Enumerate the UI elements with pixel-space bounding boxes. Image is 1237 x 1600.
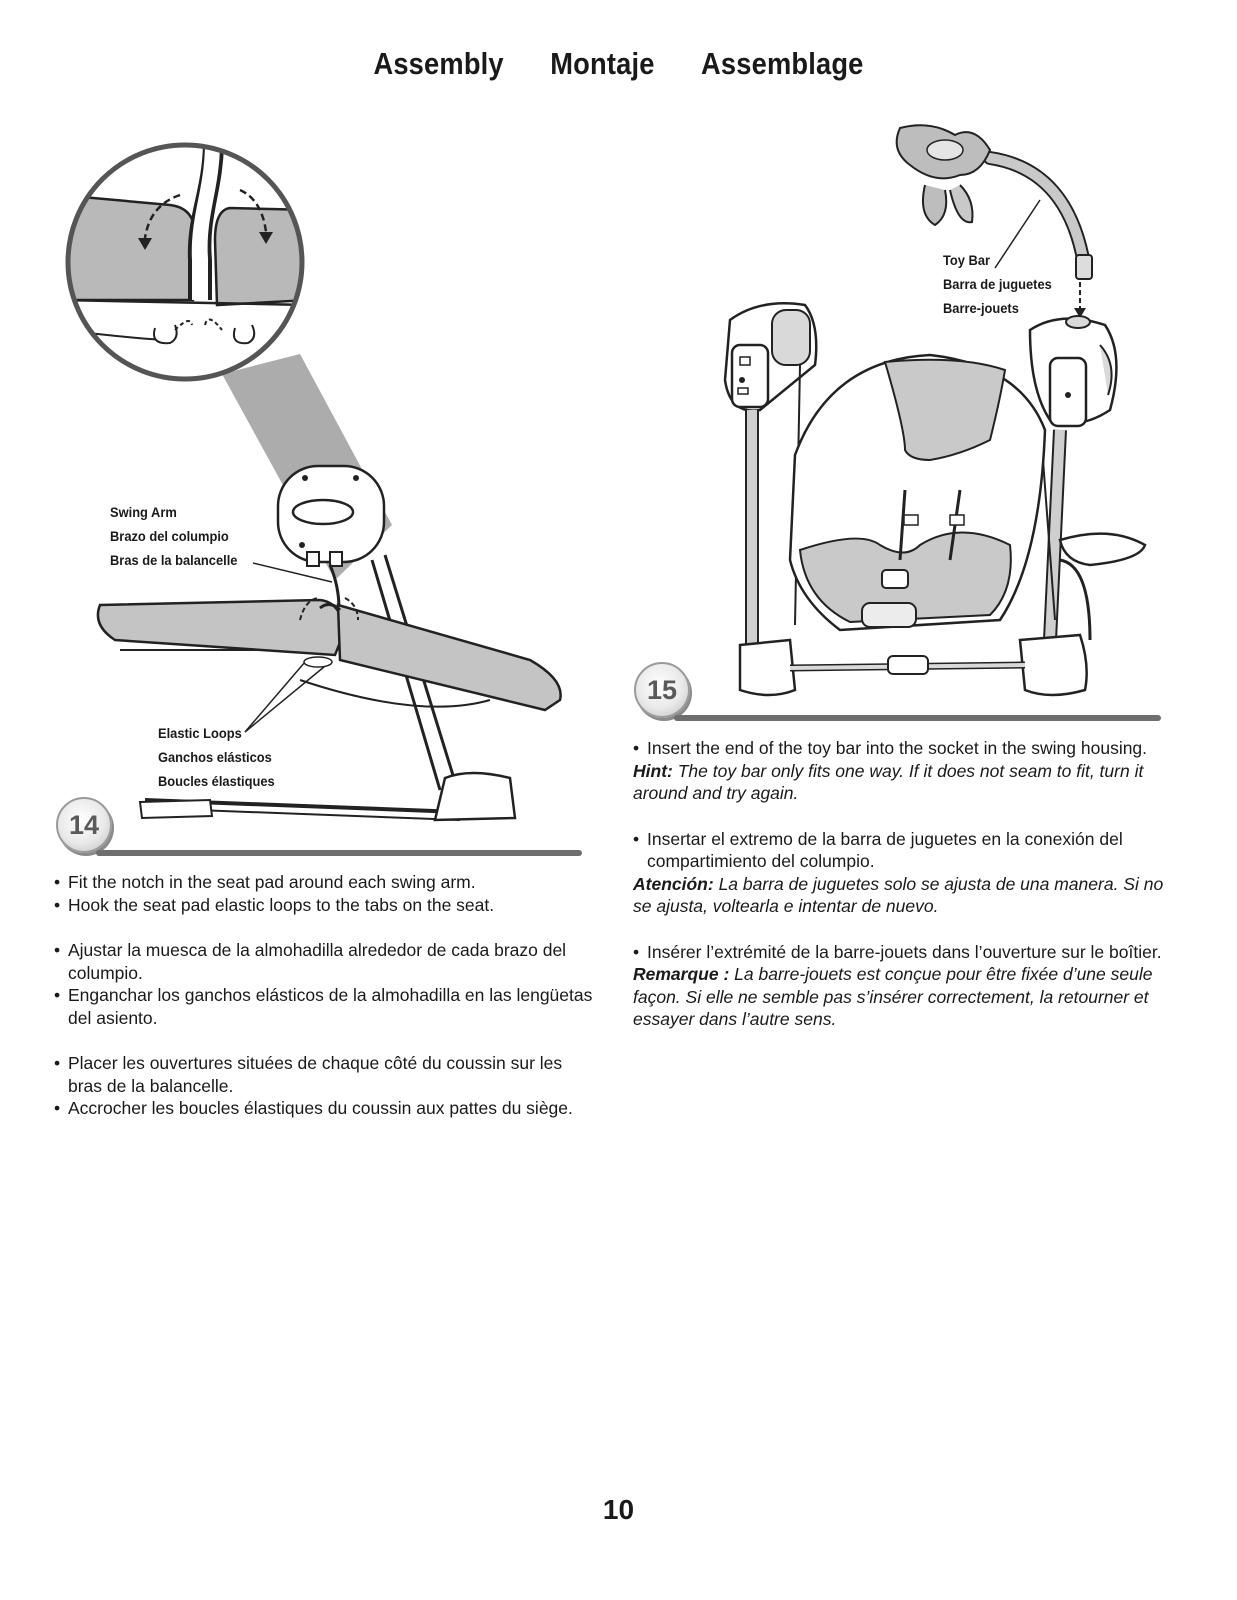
step-15-rule [674, 715, 1161, 721]
step-14-en-bullet-1: Fit the notch in the seat pad around eac… [54, 871, 594, 894]
step-14-es-bullet-2: Enganchar los ganchos elásticos de la al… [54, 984, 594, 1029]
toy-bar-label-es: Barra de juguetes [943, 276, 1052, 292]
elastic-loops-label-es: Ganchos elásticos [158, 749, 272, 765]
swing-arm-label-es: Brazo del columpio [110, 528, 229, 544]
step-15-en-hint-label: Hint: [633, 760, 673, 781]
toy-bar-label-fr: Barre-jouets [943, 300, 1019, 316]
heading-spanish: Montaje [550, 46, 655, 81]
step-15-es-hint-label: Atención: [633, 873, 714, 894]
step-14-instructions: Fit the notch in the seat pad around eac… [54, 871, 594, 1120]
step-15-es-hint-text: La barra de juguetes solo se ajusta de u… [633, 873, 1164, 917]
step-14-es-bullet-1: Ajustar la muesca de la almohadilla alre… [54, 939, 594, 984]
step-14-fr-bullet-2: Accrocher les boucles élastiques du cous… [54, 1097, 594, 1120]
step-15-es-hint: Atención: La barra de juguetes solo se a… [633, 873, 1178, 918]
step-14-fr-bullet-1: Placer les ouvertures situées de chaque … [54, 1052, 594, 1097]
step-14-illustration [65, 142, 562, 822]
step-15-en-hint-text: The toy bar only fits one way. If it doe… [633, 760, 1144, 804]
step-15-illustration [723, 124, 1147, 697]
step-15-instructions: Insert the end of the toy bar into the s… [633, 737, 1178, 1031]
page-heading: Assembly Montaje Assemblage [74, 46, 1163, 82]
step-15-en-hint: Hint: The toy bar only fits one way. If … [633, 760, 1178, 805]
page-number: 10 [602, 1494, 635, 1525]
seat-pad-right [336, 603, 562, 712]
step-15-es-instruction: Insertar el extremo de la barra de jugue… [633, 828, 1178, 873]
heading-french: Assemblage [701, 46, 864, 81]
step-15-fr-instruction: Insérer l’extrémité de la barre-jouets d… [633, 941, 1178, 964]
step-15-badge: 15 [634, 662, 690, 718]
swing-arm-label-fr: Bras de la balancelle [110, 552, 238, 568]
step-15-fr-hint: Remarque : La barre-jouets est conçue po… [633, 963, 1178, 1031]
step-14-rule [96, 850, 582, 856]
zoom-detail [68, 145, 302, 379]
toy-bar-callout: Toy Bar Barra de juguetes Barre-jouets [943, 248, 1052, 320]
elastic-loops-callout: Elastic Loops Ganchos elásticos Boucles … [158, 721, 275, 793]
step-15-fr-hint-label: Remarque : [633, 964, 730, 984]
step-15-fr-hint-text: La barre-jouets est conçue pour être fix… [633, 964, 1153, 1029]
toy-bar-label-en: Toy Bar [943, 252, 991, 268]
swing-arm-callout: Swing Arm Brazo del columpio Bras de la … [110, 500, 237, 572]
elastic-loops-label-fr: Boucles élastiques [158, 773, 275, 789]
step-14-badge: 14 [56, 797, 112, 853]
step-14-en-bullet-2: Hook the seat pad elastic loops to the t… [54, 894, 594, 917]
step-15-en-instruction: Insert the end of the toy bar into the s… [633, 737, 1178, 760]
elastic-loops-label-en: Elastic Loops [158, 725, 242, 741]
swing-arm-label-en: Swing Arm [110, 504, 177, 520]
heading-english: Assembly [373, 46, 504, 81]
